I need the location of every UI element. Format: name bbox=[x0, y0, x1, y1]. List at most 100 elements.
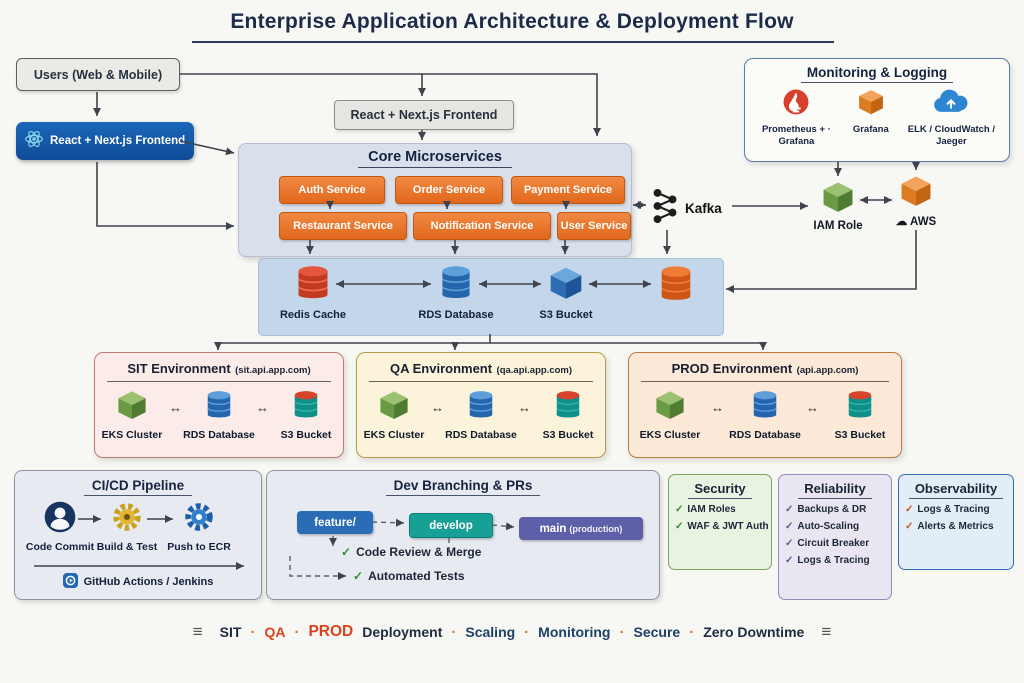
prometheus-icon bbox=[782, 88, 810, 121]
cicd-runner: GitHub Actions / Jenkins bbox=[15, 573, 261, 591]
rds-label: RDS Database bbox=[418, 309, 494, 321]
database-orange-icon bbox=[656, 264, 696, 309]
s3-label: S3 Bucket bbox=[539, 309, 593, 321]
check-icon: ✓ bbox=[785, 555, 794, 566]
aws-node: ☁ AWS bbox=[886, 174, 946, 228]
arrow-lr-icon: ↔ bbox=[431, 400, 444, 415]
reliability-item: ✓Auto-Scaling bbox=[785, 521, 860, 532]
database-orange-node bbox=[624, 264, 728, 309]
grafana-icon bbox=[857, 88, 885, 121]
eks-icon bbox=[654, 389, 686, 426]
dot-separator: · bbox=[294, 623, 300, 641]
cicd-title: CI/CD Pipeline bbox=[15, 478, 261, 496]
footer-segment: QA bbox=[264, 624, 286, 640]
env-prod-eks: EKS Cluster bbox=[631, 389, 709, 441]
arrow-lr-icon: ↔ bbox=[256, 400, 269, 415]
s3-icon bbox=[548, 264, 584, 307]
iam-role-node: IAM Role bbox=[812, 180, 864, 232]
check-icon: ✓ bbox=[785, 538, 794, 549]
check-icon: ✓ bbox=[353, 569, 364, 583]
footer-segment: Zero Downtime bbox=[703, 624, 805, 640]
redis-node: Redis Cache bbox=[261, 264, 365, 321]
env-sit: SIT Environment (sit.api.app.com) EKS Cl… bbox=[94, 352, 344, 458]
env-prod-rds: RDS Database bbox=[726, 389, 804, 441]
lines-icon: ≡ bbox=[821, 622, 832, 641]
frontend-badge: React + Next.js Frontend bbox=[16, 122, 194, 160]
github-icon bbox=[42, 499, 78, 538]
monitoring-panel: Monitoring & Logging Prometheus + · Graf… bbox=[744, 58, 1010, 162]
footer-segment: PROD bbox=[308, 623, 354, 640]
kafka-node: Kafka bbox=[650, 186, 722, 231]
env-qa-title: QA Environment (qa.api.app.com) bbox=[369, 353, 593, 382]
dot-separator: · bbox=[250, 623, 256, 641]
arrow-lr-icon: ↔ bbox=[711, 400, 724, 415]
frontend-badge-label: React + Next.js Frontend bbox=[50, 135, 186, 147]
pillar-reliability: Reliability ✓Backups & DR ✓Auto-Scaling … bbox=[778, 474, 892, 600]
footer-segment: Deployment bbox=[362, 624, 443, 640]
code-review-note: ✓ Code Review & Merge bbox=[341, 545, 482, 559]
rds-icon bbox=[204, 389, 234, 426]
frontend-node-label: React + Next.js Frontend bbox=[350, 108, 498, 122]
env-qa-rds: RDS Database bbox=[444, 389, 518, 441]
footer-strip: ≡ SIT · QA · PROD Deployment · Scaling ·… bbox=[0, 622, 1024, 642]
monitoring-item-prometheus: Prometheus + · Grafana bbox=[753, 88, 840, 148]
dot-separator: · bbox=[524, 623, 530, 641]
service-order: Order Service bbox=[395, 176, 503, 204]
cloud-icon: ☁ bbox=[895, 216, 908, 228]
branching-panel: Dev Branching & PRs feature/ develop mai… bbox=[266, 470, 660, 600]
service-auth: Auth Service bbox=[279, 176, 385, 204]
users-node: Users (Web & Mobile) bbox=[16, 58, 180, 91]
aws-label: ☁ AWS bbox=[895, 216, 937, 228]
env-prod-title: PROD Environment (api.app.com) bbox=[641, 353, 889, 382]
observability-item: ✓Logs & Tracing bbox=[905, 504, 990, 515]
monitoring-title: Monitoring & Logging bbox=[745, 65, 1009, 83]
automated-tests-note: ✓ Automated Tests bbox=[353, 569, 465, 583]
redis-icon bbox=[292, 264, 334, 307]
footer-segment: Secure bbox=[633, 624, 681, 640]
github-actions-icon bbox=[62, 573, 78, 591]
check-icon: ✓ bbox=[785, 521, 794, 532]
lines-icon: ≡ bbox=[192, 622, 203, 641]
elk-cloudwatch-icon bbox=[931, 88, 971, 121]
service-restaurant: Restaurant Service bbox=[279, 212, 407, 240]
pillar-observability: Observability ✓Logs & Tracing ✓Alerts & … bbox=[898, 474, 1014, 570]
monitoring-item-elk: ELK / CloudWatch / Jaeger bbox=[902, 88, 1001, 148]
frontend-node: React + Next.js Frontend bbox=[334, 100, 514, 130]
env-sit-title: SIT Environment (sit.api.app.com) bbox=[107, 353, 331, 382]
kafka-icon bbox=[650, 186, 680, 231]
check-icon: ✓ bbox=[785, 504, 794, 515]
check-icon: ✓ bbox=[675, 521, 684, 532]
redis-label: Redis Cache bbox=[279, 309, 347, 321]
cicd-panel: CI/CD Pipeline Code Commit Build & Test … bbox=[14, 470, 262, 600]
cicd-step-push-ecr: Push to ECR bbox=[161, 499, 237, 553]
env-qa: QA Environment (qa.api.app.com) EKS Clus… bbox=[356, 352, 606, 458]
monitoring-items: Prometheus + · Grafana Grafana ELK / Clo… bbox=[745, 83, 1009, 148]
env-prod-s3: S3 Bucket bbox=[821, 389, 899, 441]
branch-feature-tag: feature/ bbox=[297, 511, 373, 534]
s3-bucket-icon bbox=[553, 389, 583, 426]
reliability-item: ✓Circuit Breaker bbox=[785, 538, 870, 549]
iam-role-icon bbox=[821, 180, 855, 217]
s3-node: S3 Bucket bbox=[514, 264, 618, 321]
dot-separator: · bbox=[619, 623, 625, 641]
rds-icon bbox=[437, 264, 475, 307]
service-user: User Service bbox=[557, 212, 631, 240]
footer-segment: Monitoring bbox=[538, 624, 611, 640]
title-underline bbox=[192, 41, 834, 43]
env-qa-s3: S3 Bucket bbox=[531, 389, 605, 441]
check-icon: ✓ bbox=[905, 504, 914, 515]
service-notification: Notification Service bbox=[413, 212, 551, 240]
observability-item: ✓Alerts & Metrics bbox=[905, 521, 994, 532]
rds-node: RDS Database bbox=[404, 264, 508, 321]
cicd-step-build-test: Build & Test bbox=[89, 499, 165, 553]
env-sit-rds: RDS Database bbox=[182, 389, 256, 441]
dot-separator: · bbox=[689, 623, 695, 641]
check-icon: ✓ bbox=[675, 504, 684, 515]
service-payment: Payment Service bbox=[511, 176, 625, 204]
s3-bucket-icon bbox=[845, 389, 875, 426]
branching-title: Dev Branching & PRs bbox=[267, 478, 659, 496]
security-item: ✓IAM Roles bbox=[675, 504, 736, 515]
monitoring-item-grafana: Grafana bbox=[840, 88, 902, 148]
reliability-item: ✓Backups & DR bbox=[785, 504, 867, 515]
